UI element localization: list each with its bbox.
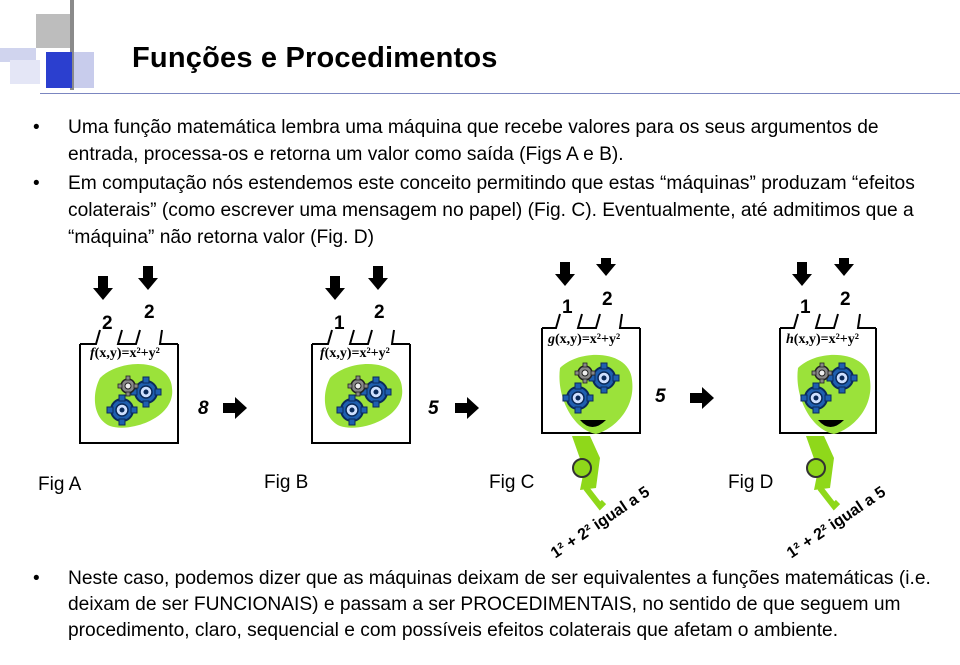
bullet-item: •Neste caso, podemos dizer que as máquin…	[33, 568, 931, 641]
output-value: 5	[428, 398, 439, 419]
figure-label: Fig A	[38, 474, 82, 495]
machines-diagram	[79, 258, 877, 511]
input-arrow-icon	[368, 266, 388, 290]
output-arrow-icon	[223, 397, 247, 419]
machine-d	[779, 258, 877, 511]
bullet-text: Neste caso, podemos dizer que as máquina…	[68, 568, 931, 641]
machine-b	[311, 266, 479, 444]
input-arrow-icon	[555, 262, 575, 286]
output-value: 8	[198, 398, 209, 419]
bullet-list-top: •Uma função matemática lembra uma máquin…	[33, 114, 940, 251]
input-value: 2	[102, 313, 113, 334]
output-arrow-icon	[455, 397, 479, 419]
input-value: 1	[334, 313, 345, 334]
figure-label: Fig D	[728, 472, 774, 493]
machine-a	[79, 266, 247, 444]
bullet-item: •Em computação nós estendemos este conce…	[33, 173, 915, 248]
machine-c	[541, 258, 714, 511]
bullet-text: Uma função matemática lembra uma máquina…	[68, 117, 879, 165]
bullet-text: Em computação nós estendemos este concei…	[68, 173, 915, 248]
input-arrow-icon	[138, 266, 158, 290]
formula: g(x,y)=x²+y²	[548, 332, 620, 348]
input-arrow-icon	[596, 258, 616, 276]
input-value: 2	[840, 289, 851, 310]
bullet-list-bottom: •Neste caso, podemos dizer que as máquin…	[33, 566, 940, 644]
input-value: 2	[374, 302, 385, 323]
formula-body: (x,y)=x²+y²	[555, 332, 621, 347]
formula-name: g	[548, 332, 555, 347]
page-title: Funções e Procedimentos	[132, 42, 498, 74]
formula-body: (x,y)=x²+y²	[793, 332, 859, 347]
output-value: 5	[655, 386, 666, 407]
input-arrow-icon	[93, 276, 113, 300]
input-arrow-icon	[325, 276, 345, 300]
input-value: 1	[800, 297, 811, 318]
output-arrow-icon	[690, 387, 714, 409]
input-value: 1	[562, 297, 573, 318]
input-value: 2	[144, 302, 155, 323]
formula-name: f	[90, 346, 95, 361]
figure-label: Fig B	[264, 472, 309, 493]
formula: f(x,y)=x²+y²	[320, 346, 390, 362]
corner-decoration	[0, 0, 94, 90]
bullet-item: •Uma função matemática lembra uma máquin…	[33, 117, 879, 165]
title-divider	[40, 93, 960, 94]
formula: h(x,y)=x²+y²	[786, 332, 859, 348]
formula-name: h	[786, 332, 794, 347]
input-arrow-icon	[792, 262, 812, 286]
formula-name: f	[320, 346, 325, 361]
figure-label: Fig C	[489, 472, 535, 493]
formula: f(x,y)=x²+y²	[90, 346, 160, 362]
input-arrow-icon	[834, 258, 854, 276]
input-value: 2	[602, 289, 613, 310]
formula-body: (x,y)=x²+y²	[324, 346, 390, 361]
formula-body: (x,y)=x²+y²	[94, 346, 160, 361]
